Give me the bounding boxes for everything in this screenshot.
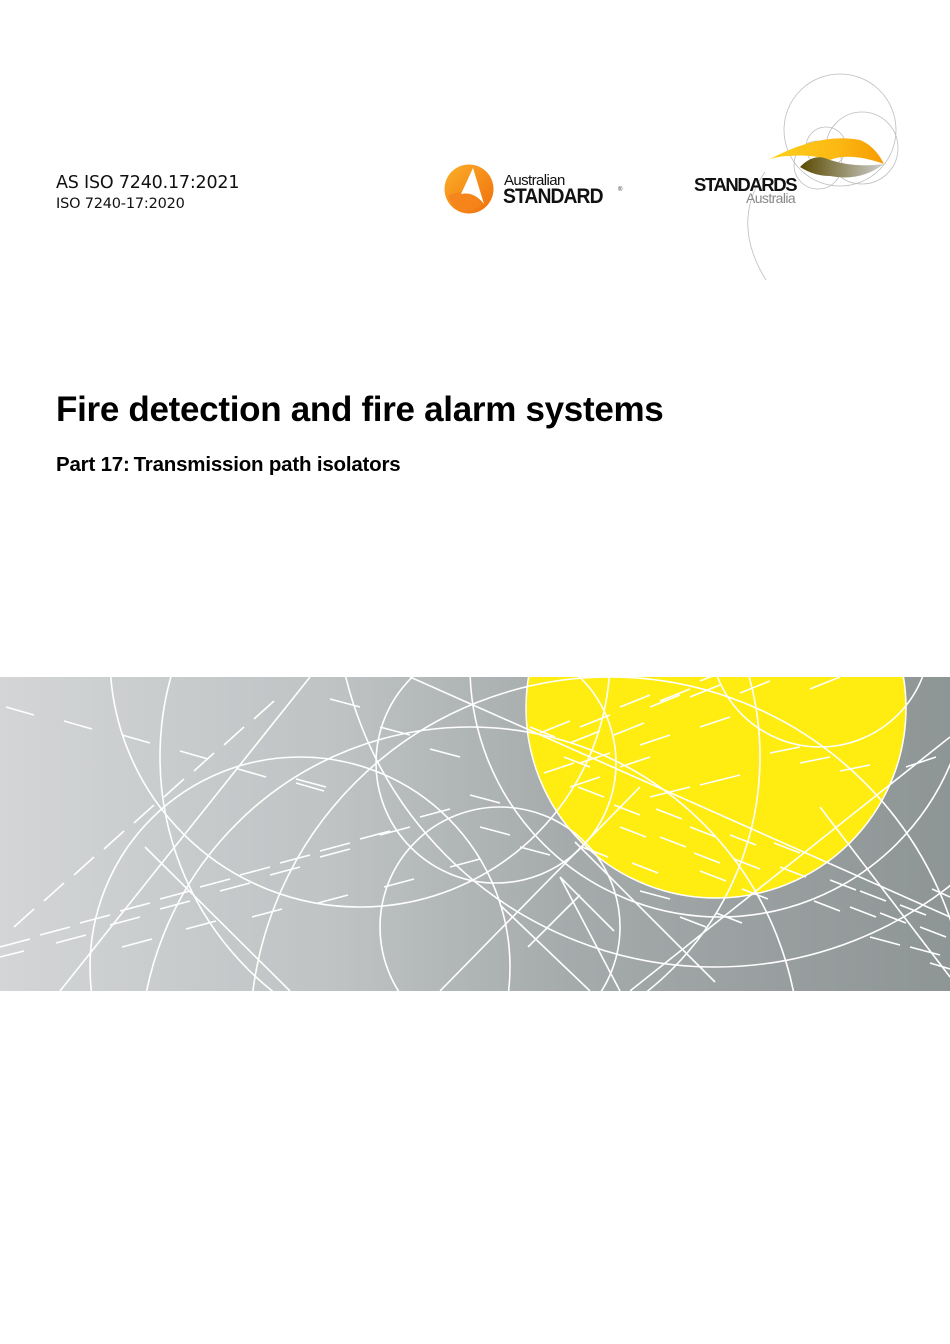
cover-graphic-band [0, 677, 950, 991]
sa-logo-subtitle: Australia [746, 190, 796, 206]
as-designation: AS ISO 7240.17:2021 [56, 173, 240, 193]
sa-logo-title: STANDARDS [694, 174, 798, 195]
standards-australia-logo: STANDARDS Australia [690, 72, 910, 282]
part-label: Part 17: [56, 453, 130, 476]
iso-designation: ISO 7240-17:2020 [56, 196, 185, 212]
as-logo-line2: STANDARD [503, 185, 604, 208]
registered-mark: ® [618, 187, 623, 193]
document-title: Fire detection and fire alarm systems [56, 390, 664, 429]
orange-circle-triangle-icon [444, 164, 494, 214]
as-logo-line1: Australian [504, 172, 565, 189]
australian-standard-logo: Australian STANDARD ® [444, 164, 634, 216]
title-block: Fire detection and fire alarm systems Pa… [56, 388, 664, 477]
yellow-swoosh-circles-icon [747, 73, 899, 281]
part-title: Transmission path isolators [133, 453, 401, 476]
geometric-pattern-graphic [0, 677, 950, 991]
document-part-title: Part 17:Transmission path isolators [56, 453, 663, 477]
document-identifiers: AS ISO 7240.17:2021 ISO 7240-17:2020 [56, 172, 239, 212]
